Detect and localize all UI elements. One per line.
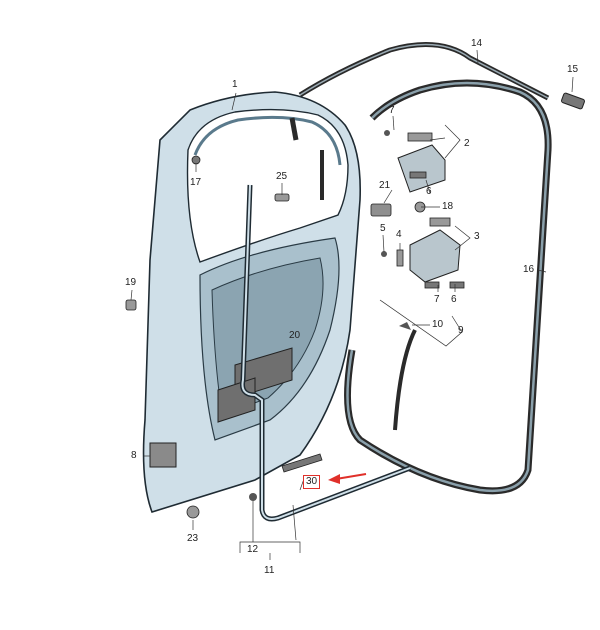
- part-label-3: 3: [474, 231, 480, 242]
- part-label-6b: 6: [451, 294, 457, 305]
- bolt-25: [274, 193, 290, 202]
- part-label-7a: 7: [389, 105, 395, 116]
- hinge-upper-2: [384, 130, 446, 193]
- bolt-5: [381, 251, 387, 257]
- part-label-11: 11: [264, 565, 275, 576]
- part-label-21: 21: [379, 180, 391, 191]
- clip-12: [249, 493, 257, 501]
- part-label-6a: 6: [426, 186, 432, 197]
- clip-17: [191, 155, 201, 165]
- part-label-9: 9: [458, 325, 464, 336]
- part-label-1: 1: [232, 79, 238, 90]
- plug-23: [186, 505, 200, 519]
- part-label-4: 4: [396, 229, 402, 240]
- clip-15: [561, 92, 585, 110]
- part-label-30-highlighted: 30: [303, 475, 321, 489]
- part-label-20: 20: [289, 330, 301, 341]
- part-label-7b: 7: [434, 294, 440, 305]
- door-seal-16: [344, 79, 552, 495]
- part-label-19: 19: [125, 277, 137, 288]
- part-label-2: 2: [464, 138, 470, 149]
- seal-strip-30: [281, 453, 323, 473]
- part-label-5: 5: [380, 223, 386, 234]
- part-label-12: 12: [247, 544, 259, 555]
- leader-lines: [130, 49, 574, 560]
- part-label-18: 18: [442, 201, 454, 212]
- part-label-17: 17: [190, 177, 202, 188]
- highlight-arrow: [328, 473, 367, 484]
- part-label-16: 16: [523, 264, 535, 275]
- part-label-8: 8: [131, 450, 137, 461]
- plug-19: [125, 299, 137, 311]
- hinge-lower-3: [409, 217, 465, 289]
- part-label-23: 23: [187, 533, 199, 544]
- pin-4: [396, 249, 404, 267]
- part-label-25: 25: [276, 171, 288, 182]
- part-label-14: 14: [471, 38, 483, 49]
- pad-21: [370, 203, 392, 217]
- channel-seal-10: [393, 329, 417, 431]
- vent-8: [149, 442, 177, 468]
- part-label-10: 10: [432, 319, 444, 330]
- part-label-15: 15: [567, 64, 579, 75]
